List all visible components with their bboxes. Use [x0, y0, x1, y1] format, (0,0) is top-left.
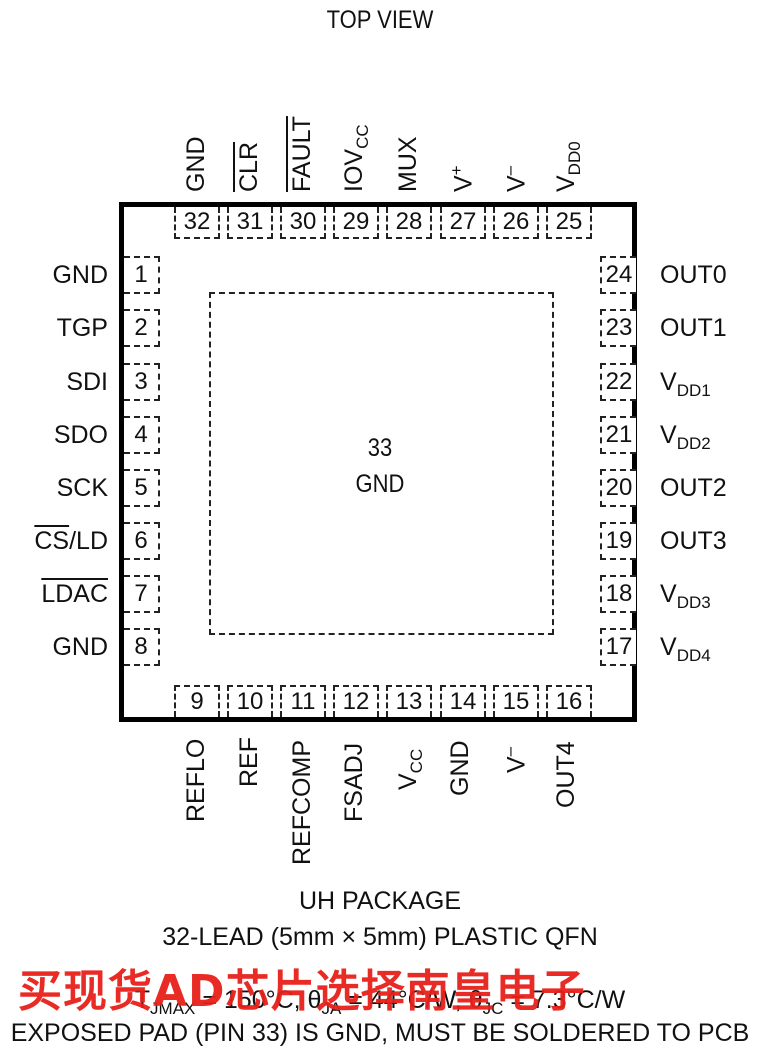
pin-21-box: 21	[600, 416, 636, 454]
pin-7-name: LDAC	[41, 580, 108, 608]
pin-17-box: 17	[600, 628, 636, 666]
pin-16-box: 16	[546, 685, 592, 717]
pin-25-name: VDD0	[552, 141, 584, 192]
pin-19-name: OUT3	[660, 527, 727, 555]
pin-8-name: GND	[52, 633, 108, 661]
diagram-title: TOP VIEW	[326, 6, 434, 34]
pin-30-box: 30	[280, 207, 326, 239]
pin-20-name: OUT2	[660, 474, 727, 502]
pin-4-name: SDO	[53, 421, 108, 449]
pin-28-box: 28	[386, 207, 432, 239]
exposed-pad-number: 33	[367, 434, 393, 462]
exposed-pad-name: GND	[355, 470, 405, 498]
pin-28-name: MUX	[394, 136, 422, 192]
pin-13-box: 13	[386, 685, 432, 717]
pin-24-name: OUT0	[660, 261, 727, 289]
pin-18-box: 18	[600, 575, 636, 613]
pin-30-name: FAULT	[288, 116, 316, 192]
pin-32-box: 32	[174, 207, 220, 239]
pin-20-box: 20	[600, 469, 636, 507]
pin-21-name: VDD2	[660, 421, 711, 453]
pin-5-box: 5	[124, 469, 160, 507]
pin-13-name: VCC	[394, 748, 426, 790]
pin-11-name: REFCOMP	[288, 740, 316, 865]
watermark-text: 买现货AD芯片选择南皇电子	[18, 966, 586, 1017]
pin-31-box: 31	[227, 207, 273, 239]
pin-12-box: 12	[333, 685, 379, 717]
pin-26-name: V–	[500, 165, 531, 192]
pin-9-box: 9	[174, 685, 220, 717]
pin-17-name: VDD4	[660, 633, 711, 665]
pin-25-box: 25	[546, 207, 592, 239]
pin-7-box: 7	[124, 575, 160, 613]
pin-3-box: 3	[124, 363, 160, 401]
pin-22-box: 22	[600, 363, 636, 401]
pin-10-box: 10	[227, 685, 273, 717]
pin-15-name: V–	[500, 746, 531, 773]
pin-9-name: REFLO	[182, 738, 210, 822]
pin-2-box: 2	[124, 309, 160, 347]
pin-14-name: GND	[446, 740, 474, 796]
pin-12-name: FSADJ	[340, 742, 368, 822]
pin-23-name: OUT1	[660, 314, 727, 342]
pin-31-name: CLR	[235, 141, 263, 192]
exposed-pad-outline	[209, 292, 554, 635]
pin-15-box: 15	[493, 685, 539, 717]
pin-22-name: VDD1	[660, 368, 711, 400]
lead-description: 32-LEAD (5mm × 5mm) PLASTIC QFN	[162, 923, 598, 951]
pin-24-box: 24	[600, 256, 636, 294]
package-outline	[119, 202, 637, 722]
exposed-pad-note: EXPOSED PAD (PIN 33) IS GND, MUST BE SOL…	[10, 1019, 750, 1047]
pin-1-box: 1	[124, 256, 160, 294]
pin-11-box: 11	[280, 685, 326, 717]
pin-26-box: 26	[493, 207, 539, 239]
pin-19-box: 19	[600, 522, 636, 560]
pin-27-name: V+	[447, 165, 478, 192]
thermal-specs: TJMAX = 150°C, θJA = 44°C/W, θJC = 7.3°C…	[134, 986, 626, 1018]
pin-2-name: TGP	[56, 314, 108, 342]
pin-4-box: 4	[124, 416, 160, 454]
pin-29-box: 29	[333, 207, 379, 239]
pin-6-name: CS/LD	[34, 527, 108, 555]
pin-6-box: 6	[124, 522, 160, 560]
pin-18-name: VDD3	[660, 580, 711, 612]
pin-8-box: 8	[124, 628, 160, 666]
pin-3-name: SDI	[66, 368, 108, 396]
package-name: UH PACKAGE	[298, 887, 462, 915]
pin-16-name: OUT4	[552, 741, 580, 808]
pin-32-name: GND	[182, 136, 210, 192]
pin-10-name: REF	[235, 737, 263, 787]
pin-29-name: IOVCC	[340, 124, 372, 192]
pin-23-box: 23	[600, 309, 636, 347]
pin-5-name: SCK	[56, 474, 108, 502]
pin-1-name: GND	[52, 261, 108, 289]
pin-27-box: 27	[440, 207, 486, 239]
pin-14-box: 14	[440, 685, 486, 717]
